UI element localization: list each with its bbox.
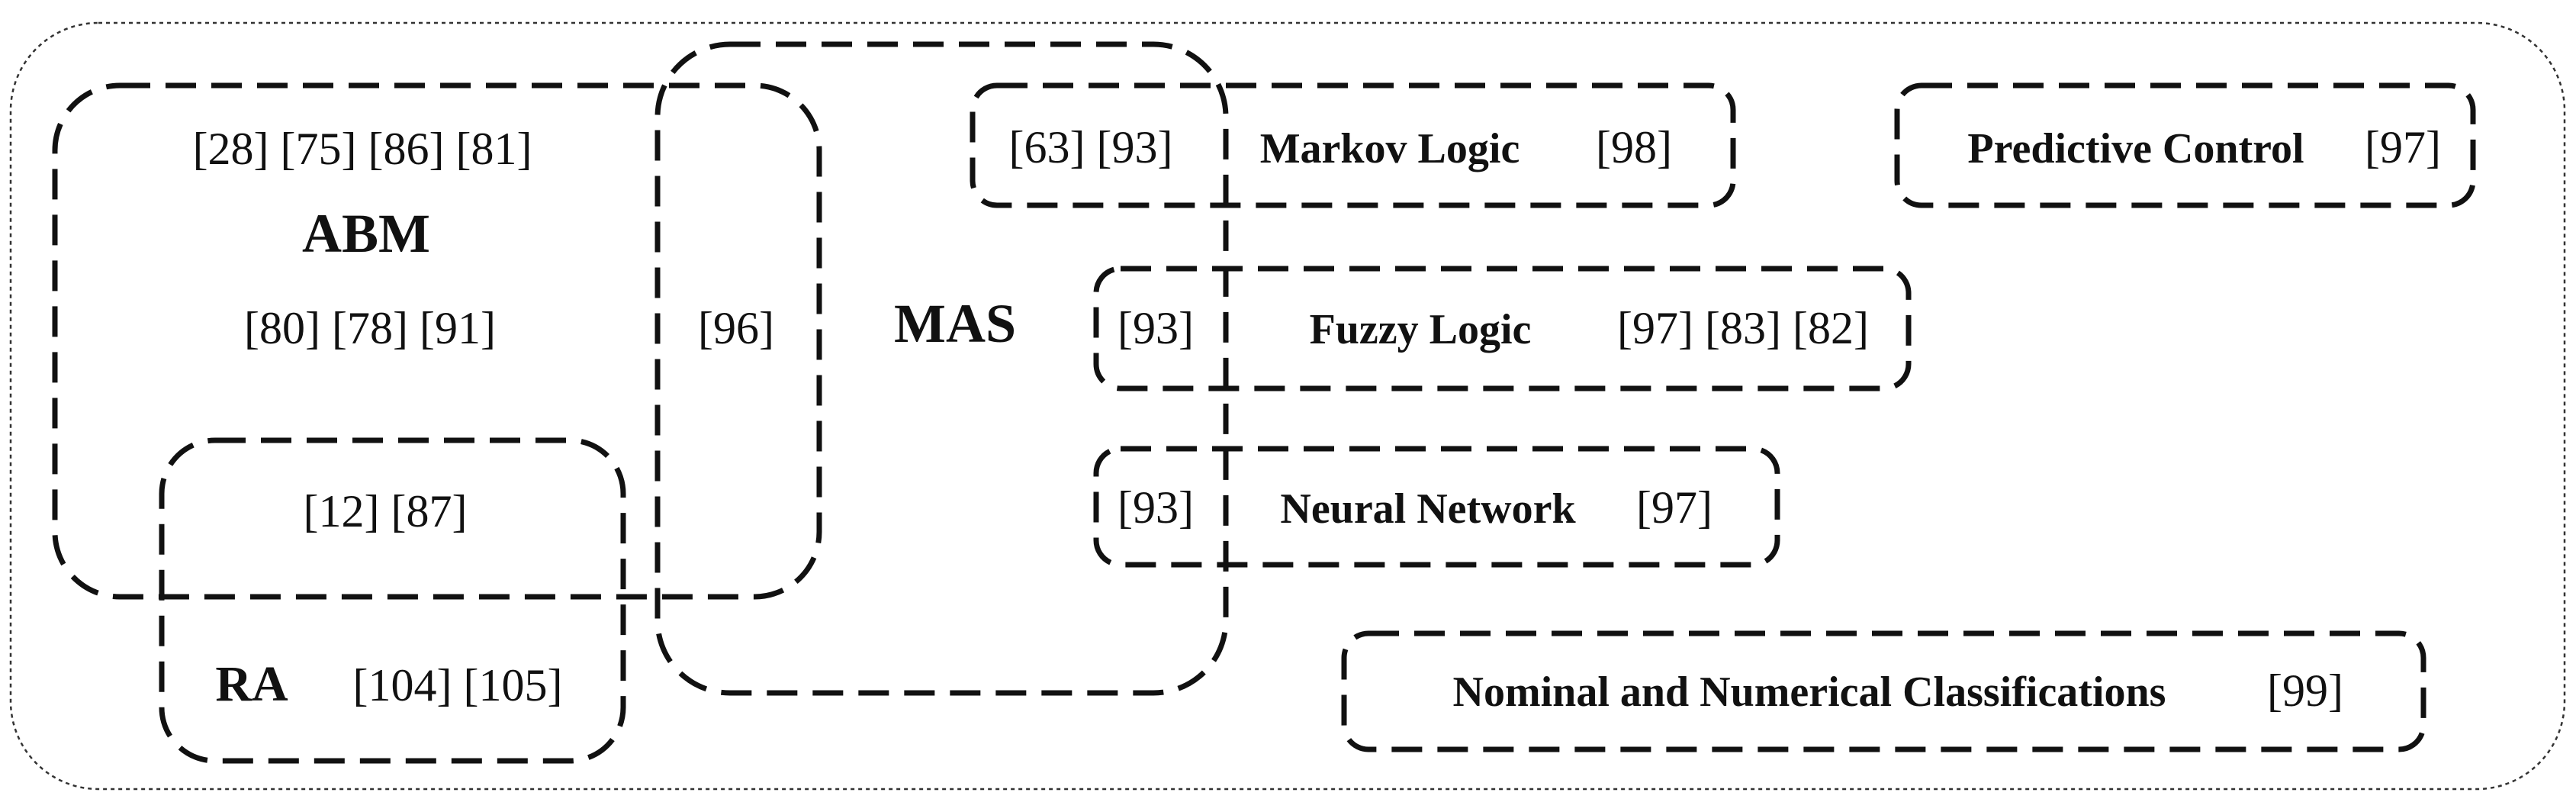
- markov-logic-box: [970, 82, 1736, 208]
- predictive-control-box: [1894, 82, 2476, 208]
- markov-logic-title: Markov Logic: [1260, 125, 1520, 172]
- abm-refs-top: [28] [75] [86] [81]: [193, 124, 532, 174]
- classifications-box: [1341, 630, 2426, 752]
- predictive-control-title: Predictive Control: [1967, 125, 2304, 172]
- neural-network-box: [1093, 446, 1780, 568]
- classifications-refs: [99]: [2267, 665, 2343, 716]
- mas-region: [654, 41, 1229, 696]
- fuzzy-logic-refs: [97] [83] [82]: [1617, 303, 1869, 353]
- classifications-title: Nominal and Numerical Classifications: [1453, 669, 2166, 716]
- fuzzy-overlap-refs: [93]: [1118, 303, 1194, 353]
- fuzzy-logic-title: Fuzzy Logic: [1310, 306, 1532, 353]
- abm-refs-mid: [80] [78] [91]: [244, 303, 496, 353]
- markov-logic-refs: [98]: [1596, 122, 1672, 172]
- abm-title: ABM: [302, 203, 430, 264]
- abm-region: [52, 82, 822, 600]
- neural-overlap-refs: [93]: [1118, 482, 1194, 533]
- predictive-control-refs: [97]: [2365, 122, 2441, 172]
- neural-network-refs: [97]: [1636, 482, 1713, 533]
- ra-refs: [104] [105]: [353, 660, 563, 710]
- neural-network-title: Neural Network: [1280, 485, 1576, 533]
- mas-title: MAS: [894, 293, 1016, 354]
- abm-ra-overlap-refs: [12] [87]: [304, 486, 468, 536]
- fuzzy-logic-box: [1093, 266, 1912, 391]
- abm-mas-overlap-refs: [96]: [698, 303, 774, 353]
- outer-frame: [9, 21, 2566, 791]
- markov-overlap-refs: [63] [93]: [1009, 122, 1173, 172]
- ra-title: RA: [215, 656, 288, 712]
